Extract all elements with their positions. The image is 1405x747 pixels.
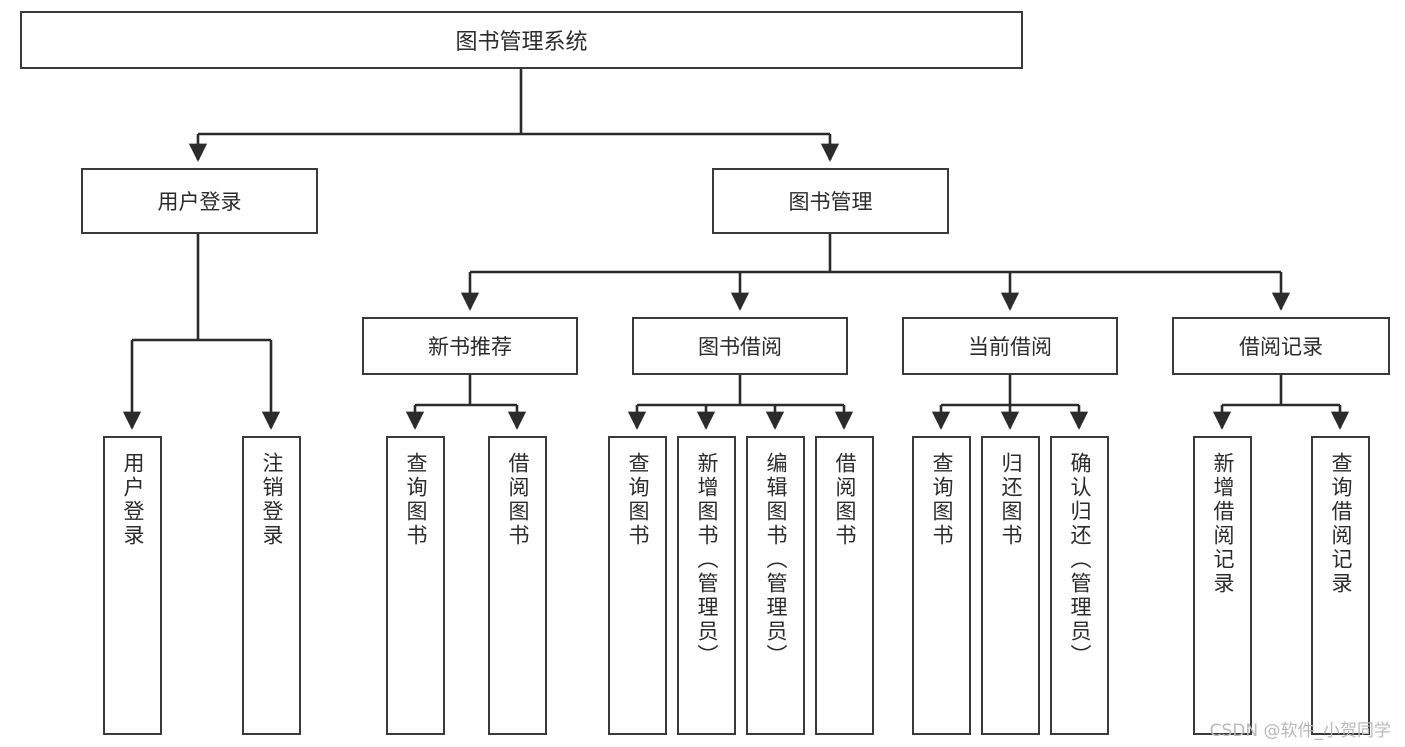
node-label: 新增借阅记录 (1211, 452, 1235, 596)
node-leaf-user-login[interactable]: 用户登录 (103, 436, 162, 735)
watermark-text: CSDN @软件_小贺同学 (1209, 721, 1391, 741)
node-leaf-logout[interactable]: 注销登录 (242, 436, 301, 735)
node-label: 借阅记录 (1239, 335, 1323, 359)
node-leaf-add-borrow-record[interactable]: 新增借阅记录 (1193, 436, 1252, 735)
node-label: 查询图书 (626, 452, 650, 548)
node-book-borrow[interactable]: 图书借阅 (632, 317, 848, 375)
node-label: 借阅图书 (833, 452, 857, 548)
node-label: 借阅图书 (506, 452, 530, 548)
node-label: 注销登录 (260, 452, 284, 548)
node-leaf-return-book[interactable]: 归还图书 (981, 436, 1040, 735)
node-label: 用户登录 (157, 190, 242, 214)
node-label: 归还图书 (999, 452, 1023, 548)
node-label: 图书借阅 (698, 335, 782, 359)
node-leaf-edit-book-admin[interactable]: 编辑图书（管理员） (746, 436, 805, 735)
node-label: 新增图书（管理员） (695, 452, 719, 668)
node-new-book-recommend[interactable]: 新书推荐 (362, 317, 578, 375)
node-label: 图书管理 (788, 190, 873, 214)
node-borrow-record[interactable]: 借阅记录 (1172, 317, 1390, 375)
node-current-borrow[interactable]: 当前借阅 (902, 317, 1118, 375)
node-leaf-borrow-book[interactable]: 借阅图书 (815, 436, 874, 735)
node-leaf-query-book-recommend[interactable]: 查询图书 (386, 436, 445, 735)
node-book-management[interactable]: 图书管理 (712, 168, 949, 234)
node-leaf-query-book[interactable]: 查询图书 (608, 436, 667, 735)
node-label: 查询图书 (930, 452, 954, 548)
node-label: 图书管理系统 (455, 30, 588, 55)
node-label: 确认归还（管理员） (1068, 452, 1092, 668)
node-label: 编辑图书（管理员） (764, 452, 788, 668)
node-label: 查询借阅记录 (1329, 452, 1353, 596)
node-label: 当前借阅 (968, 335, 1052, 359)
node-leaf-confirm-return-admin[interactable]: 确认归还（管理员） (1050, 436, 1109, 735)
node-label: 新书推荐 (428, 335, 512, 359)
node-label: 用户登录 (121, 452, 145, 548)
node-label: 查询图书 (404, 452, 428, 548)
node-leaf-query-book-current[interactable]: 查询图书 (912, 436, 971, 735)
node-user-login[interactable]: 用户登录 (81, 168, 318, 234)
node-leaf-borrow-book-recommend[interactable]: 借阅图书 (488, 436, 547, 735)
node-root-book-management-system[interactable]: 图书管理系统 (20, 11, 1023, 69)
node-leaf-add-book-admin[interactable]: 新增图书（管理员） (677, 436, 736, 735)
node-leaf-query-borrow-record[interactable]: 查询借阅记录 (1311, 436, 1370, 735)
